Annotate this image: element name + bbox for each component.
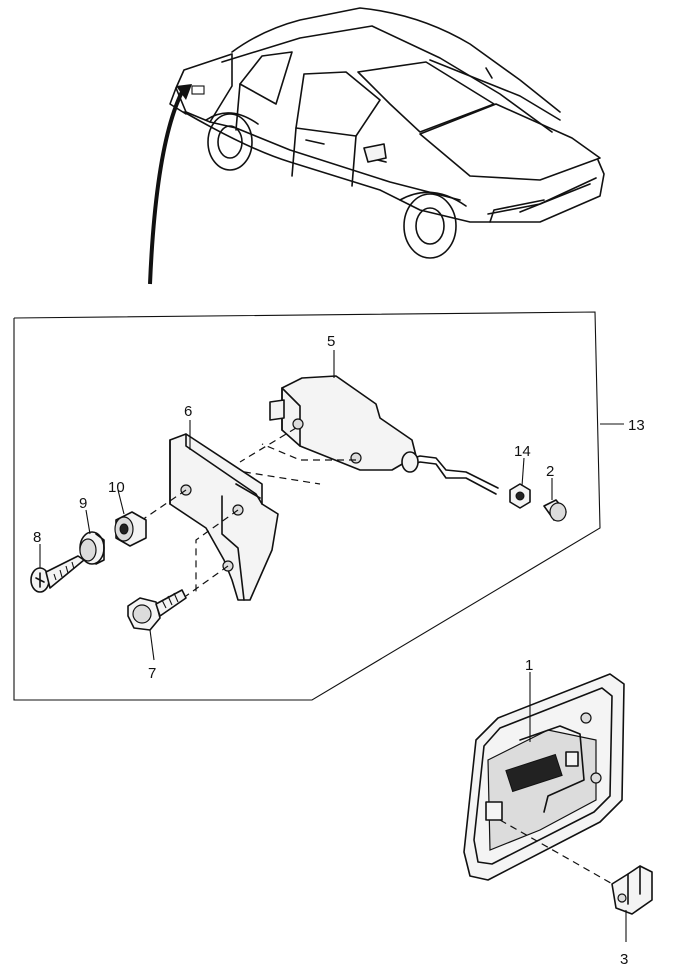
location-arrow xyxy=(148,87,186,285)
callout-14: 14 xyxy=(514,443,531,460)
part-8-screw xyxy=(30,555,85,593)
callout-1: 1 xyxy=(525,657,533,674)
callout-7: 7 xyxy=(148,665,156,682)
callout-9: 9 xyxy=(79,495,87,512)
assembly-line xyxy=(239,427,297,463)
part-10-bushing xyxy=(114,511,147,547)
callout-10: 10 xyxy=(108,479,125,496)
assembly-line xyxy=(231,469,321,485)
callout-5: 5 xyxy=(327,333,335,350)
arrow-head xyxy=(176,84,192,100)
car-illustration xyxy=(169,7,605,259)
callout-3: 3 xyxy=(620,951,628,968)
part-6-bracket xyxy=(169,433,279,601)
assembly-line xyxy=(141,489,187,521)
assembly-line xyxy=(185,565,229,597)
part-1-filler-door xyxy=(463,673,625,881)
part-9-grommet xyxy=(79,531,105,565)
callout-8: 8 xyxy=(33,529,41,546)
part-14-clip xyxy=(509,483,531,509)
part-3-latch xyxy=(611,865,653,915)
assembly-line xyxy=(261,443,356,461)
assembly-line xyxy=(499,819,617,887)
assembly-line xyxy=(195,509,239,594)
part-2-cap xyxy=(543,499,567,522)
callout-2: 2 xyxy=(546,463,554,480)
callout-6: 6 xyxy=(184,403,192,420)
part-5-opener-body xyxy=(269,375,499,495)
part-7-bolt xyxy=(127,589,187,631)
assembly-boundary xyxy=(13,311,601,701)
callout-13: 13 xyxy=(628,417,645,434)
leader-lines xyxy=(39,350,627,942)
